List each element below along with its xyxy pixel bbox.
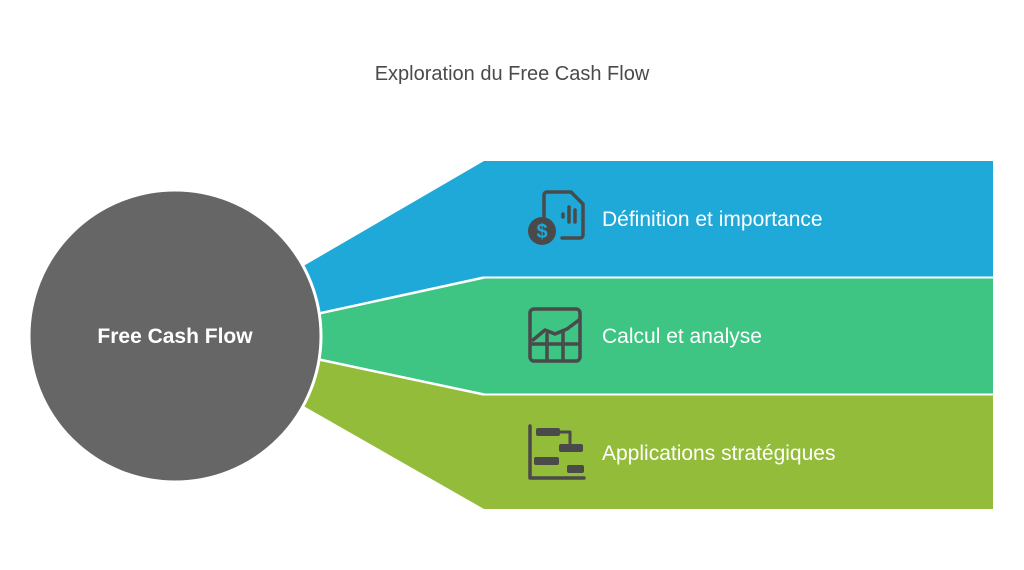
spreadsheet-growth-chart-icon	[528, 307, 582, 363]
branch-label-applications: Applications stratégiques	[602, 442, 835, 465]
branch-definition	[300, 161, 993, 316]
separator-line	[311, 276, 485, 317]
gantt-chart-icon	[528, 424, 586, 480]
document-dollar-chart-icon: $	[528, 190, 585, 245]
branch-band-definition	[300, 161, 993, 316]
branch-label-calcul: Calcul et analyse	[602, 325, 762, 348]
center-node-label: Free Cash Flow	[97, 325, 253, 348]
separator-line	[311, 356, 485, 396]
center-node-circle	[27, 188, 323, 484]
branch-calcul	[312, 278, 993, 394]
diagram-title: Exploration du Free Cash Flow	[375, 63, 650, 85]
dollar-sign: $	[536, 221, 547, 243]
branch-band-calcul	[312, 278, 993, 394]
branch-label-definition: Définition et importance	[602, 208, 823, 231]
